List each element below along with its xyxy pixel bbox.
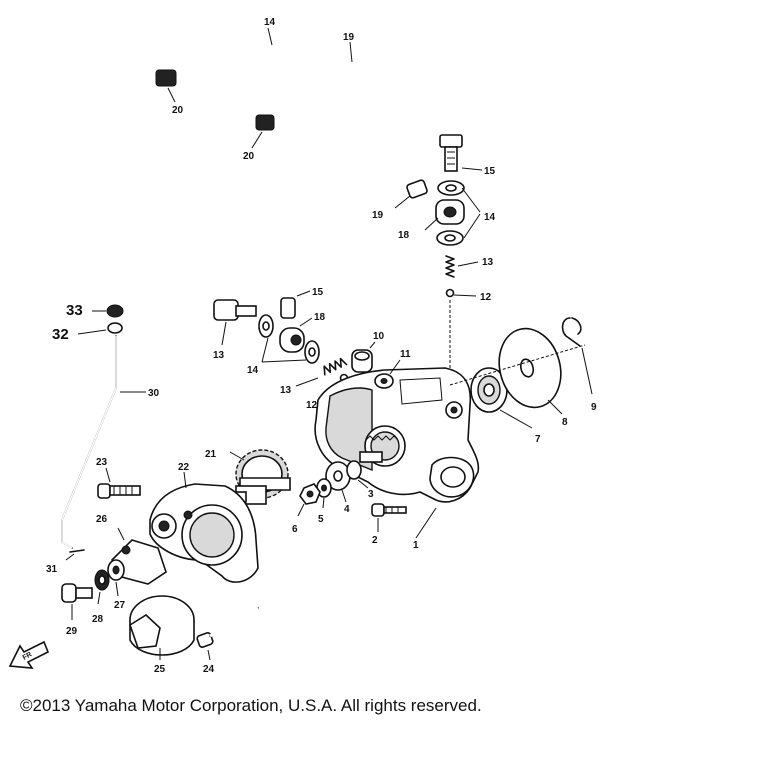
leader-17	[267, 27, 273, 46]
nut-33	[92, 304, 124, 318]
part-label-15-left: 13	[213, 350, 225, 361]
part-label-17: 14	[264, 17, 276, 28]
washer-14-right-bottom	[436, 230, 464, 246]
union-19-right	[394, 179, 428, 209]
ball-12-right	[445, 288, 477, 298]
part-label-4: 4	[344, 504, 350, 515]
pin-9	[561, 317, 593, 395]
part-label-33: 33	[66, 302, 83, 319]
part-label-5: 5	[318, 514, 324, 525]
part-label-19-right: 19	[372, 210, 384, 221]
part-label-2: 2	[372, 535, 378, 546]
union-19-left	[280, 290, 311, 319]
part-10	[351, 341, 376, 373]
part-label-18-left: 18	[314, 312, 326, 323]
part-label-20-a: 20	[172, 105, 184, 116]
part-label-3: 3	[368, 489, 374, 500]
part-label-19-left: 15	[312, 287, 324, 298]
part-label-13-right: 13	[482, 257, 494, 268]
part-label-12-right: 12	[480, 292, 492, 303]
housing-22	[149, 471, 259, 583]
hose-17	[177, 46, 295, 303]
svg-text:FR: FR	[22, 651, 34, 662]
washer-32	[77, 322, 123, 335]
leader-14-right	[461, 187, 481, 239]
spring-13-left	[295, 357, 348, 387]
leader-16	[349, 41, 353, 63]
part-label-25: 25	[154, 664, 166, 675]
banjo-18-right	[424, 199, 465, 231]
copyright-notice: ©2013 Yamaha Motor Corporation, U.S.A. A…	[20, 696, 482, 715]
screw-2	[371, 503, 407, 532]
washer-27	[107, 559, 125, 597]
part-label-23: 23	[96, 457, 108, 468]
center-line-7-9	[449, 344, 586, 386]
part-label-14-right: 14	[484, 212, 496, 223]
part-label-10: 10	[373, 331, 385, 342]
part-label-14-left: 14	[247, 365, 259, 376]
part-label-31: 31	[46, 564, 58, 575]
pin-31	[65, 549, 85, 561]
part-label-13-left: 13	[280, 385, 292, 396]
part-label-8: 8	[562, 417, 568, 428]
part-label-28: 28	[92, 614, 104, 625]
part-label-21: 21	[205, 449, 217, 460]
part-label-7: 7	[535, 434, 541, 445]
part-label-20-b: 20	[243, 151, 255, 162]
banjo-bolt-15-left	[213, 299, 257, 346]
screw-29	[61, 583, 93, 620]
spring-13-right	[445, 255, 479, 278]
part-label-15-right: 15	[484, 166, 496, 177]
leader-14-left	[261, 337, 307, 363]
part-label-18-right: 18	[398, 230, 410, 241]
cap-20-b	[251, 114, 275, 149]
oil-seal-7	[470, 367, 533, 429]
washer-14-right-top	[437, 180, 465, 196]
part-label-29: 29	[66, 626, 78, 637]
bolt-23	[97, 467, 141, 499]
part-label-16: 19	[343, 32, 355, 43]
part-label-22: 22	[178, 462, 190, 473]
disc-8	[498, 327, 563, 415]
washer-14-left-b	[304, 340, 320, 364]
part-label-30: 30	[148, 388, 160, 399]
part-label-26: 26	[96, 514, 108, 525]
nut-6	[297, 483, 321, 517]
washer-14-left-a	[258, 314, 274, 338]
cap-20-a	[155, 69, 177, 103]
cover-25	[129, 595, 195, 660]
part-label-1: 1	[413, 540, 419, 551]
oil-pump-body-1	[314, 367, 480, 539]
part-label-27: 27	[114, 600, 126, 611]
washer-28	[94, 569, 110, 605]
part-label-11: 11	[400, 349, 411, 360]
hose-16	[279, 62, 413, 188]
part-label-32: 32	[52, 326, 69, 343]
rod-30	[61, 335, 146, 549]
front-arrow-icon: FR	[8, 640, 50, 669]
part-label-12-left: 12	[306, 400, 318, 411]
gear-shaft-21	[227, 449, 291, 505]
part-label-9: 9	[591, 402, 597, 413]
banjo-18-left	[279, 317, 313, 353]
washer-3	[346, 460, 369, 489]
part-label-24: 24	[203, 664, 215, 675]
bolt-24	[196, 606, 259, 661]
banjo-bolt-15-right	[439, 134, 483, 172]
part-label-6: 6	[292, 524, 298, 535]
washer-11	[374, 359, 401, 389]
